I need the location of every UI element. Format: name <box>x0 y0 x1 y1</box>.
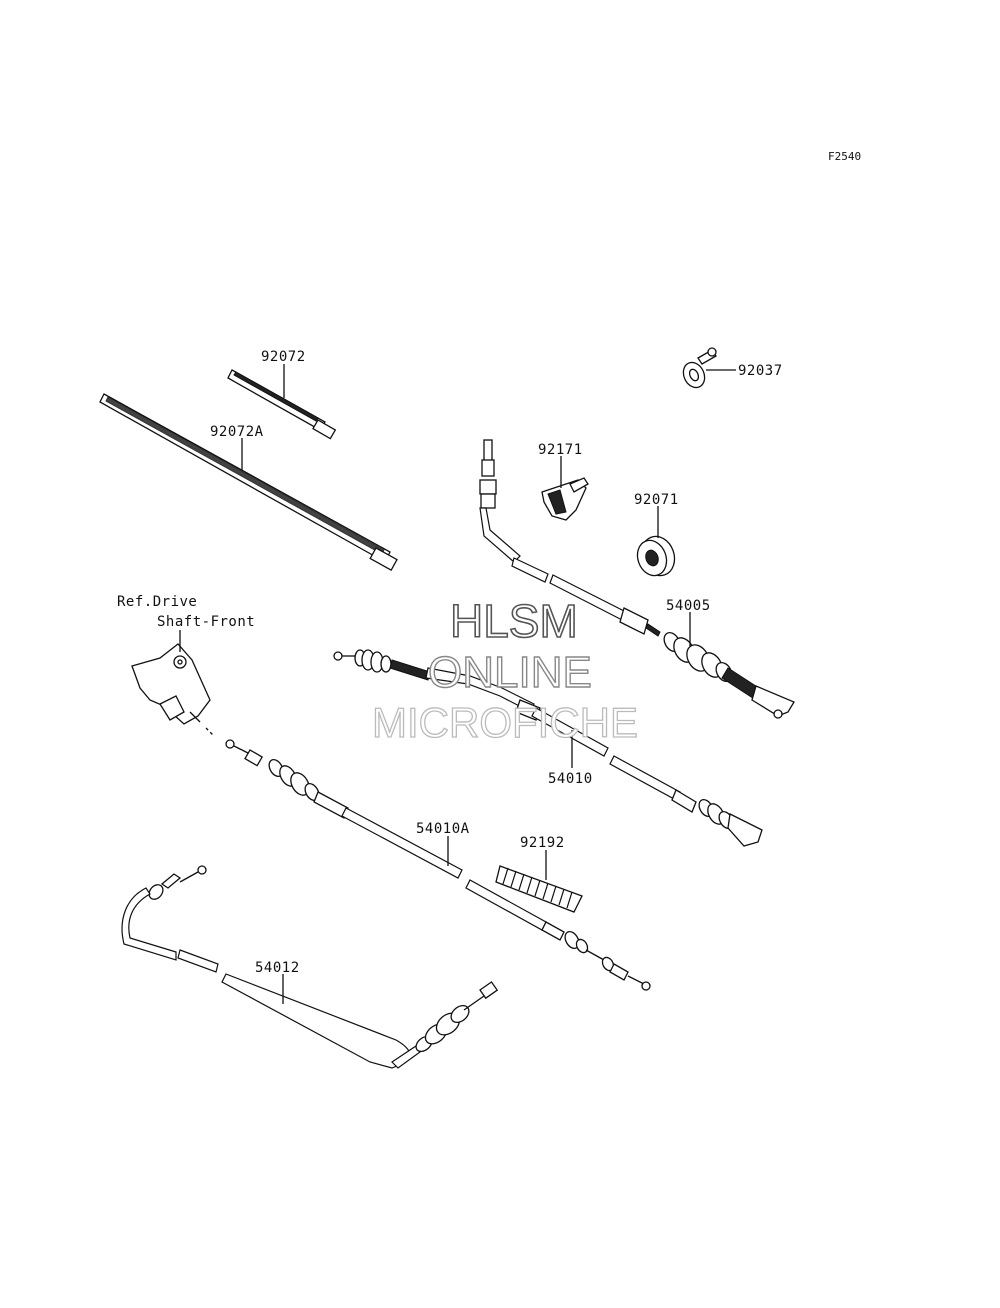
clip-icon[interactable] <box>541 477 589 521</box>
drive-shaft-bracket-icon <box>131 643 211 725</box>
cable-tie-short-icon[interactable] <box>227 369 337 440</box>
label-92071[interactable]: 92071 <box>634 492 679 508</box>
figure-code: F2540 <box>828 150 861 163</box>
control-cable-icon[interactable] <box>333 649 763 847</box>
bent-cable-icon[interactable] <box>121 865 499 1069</box>
watermark-line1: HLSM <box>450 595 578 647</box>
tube-icon[interactable] <box>495 865 583 913</box>
ref-dash <box>205 727 215 737</box>
control-cable-icon[interactable] <box>225 739 651 991</box>
label-54012[interactable]: 54012 <box>255 960 300 976</box>
label-54010A[interactable]: 54010A <box>416 821 470 837</box>
ref-line2: Shaft-Front <box>157 614 255 630</box>
watermark-line2: ONLINE <box>428 648 592 697</box>
label-92072A[interactable]: 92072A <box>210 424 264 440</box>
throttle-cable-icon[interactable] <box>479 439 795 719</box>
cable-tie-long-icon[interactable] <box>99 393 398 572</box>
clamp-icon[interactable] <box>679 347 717 391</box>
grommet-icon[interactable] <box>633 532 680 581</box>
ref-line1: Ref.Drive <box>117 594 197 610</box>
label-92072[interactable]: 92072 <box>261 349 306 365</box>
label-54005[interactable]: 54005 <box>666 598 711 614</box>
label-92192[interactable]: 92192 <box>520 835 565 851</box>
label-92171[interactable]: 92171 <box>538 442 583 458</box>
label-54010[interactable]: 54010 <box>548 771 593 787</box>
watermark-line3: MICROFICHE <box>372 699 638 746</box>
label-92037[interactable]: 92037 <box>738 363 783 379</box>
